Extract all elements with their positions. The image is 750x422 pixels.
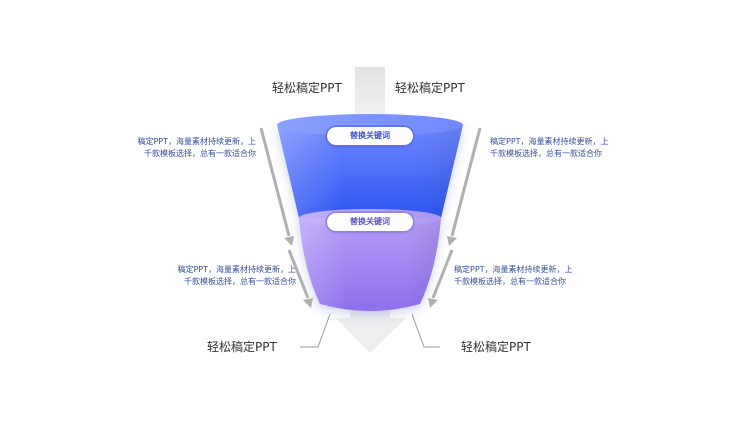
side-arrow-lower-left — [287, 249, 313, 308]
description-upper-left: 稿定PPT，海量素材持续更新，上千款模板选择，总有一款适合你 — [137, 137, 256, 158]
description-lower-right: 稿定PPT，海量素材持续更新，上千款模板选择，总有一款适合你 — [454, 265, 573, 286]
description-upper-right: 稿定PPT，海量素材持续更新，上千款模板选择，总有一款适合你 — [490, 137, 609, 158]
funnel-layer-1-top — [277, 114, 463, 136]
side-arrow-lower-right — [428, 249, 454, 308]
funnel-layer-1-shine — [277, 125, 463, 218]
description-lower-left: 稿定PPT，海量素材持续更新，上千款模板选择，总有一款适合你 — [177, 265, 296, 286]
keyword-pill-2: 替换关键词 — [327, 213, 413, 231]
center-down-arrow — [355, 67, 385, 122]
leader-line-bottom-right — [411, 313, 440, 348]
bottom-label-right: 轻松稿定PPT — [461, 340, 531, 354]
top-label-left: 轻松稿定PPT — [272, 81, 342, 95]
keyword-pill-1: 替换关键词 — [327, 127, 413, 145]
center-down-arrowhead — [336, 318, 406, 353]
side-arrow-upper-right — [447, 127, 482, 246]
side-arrow-upper-left — [259, 127, 294, 246]
top-label-right: 轻松稿定PPT — [395, 81, 465, 95]
bottom-label-left: 轻松稿定PPT — [207, 340, 277, 354]
funnel-layer-2-shine — [299, 218, 441, 311]
leader-line-bottom-left — [300, 313, 331, 348]
